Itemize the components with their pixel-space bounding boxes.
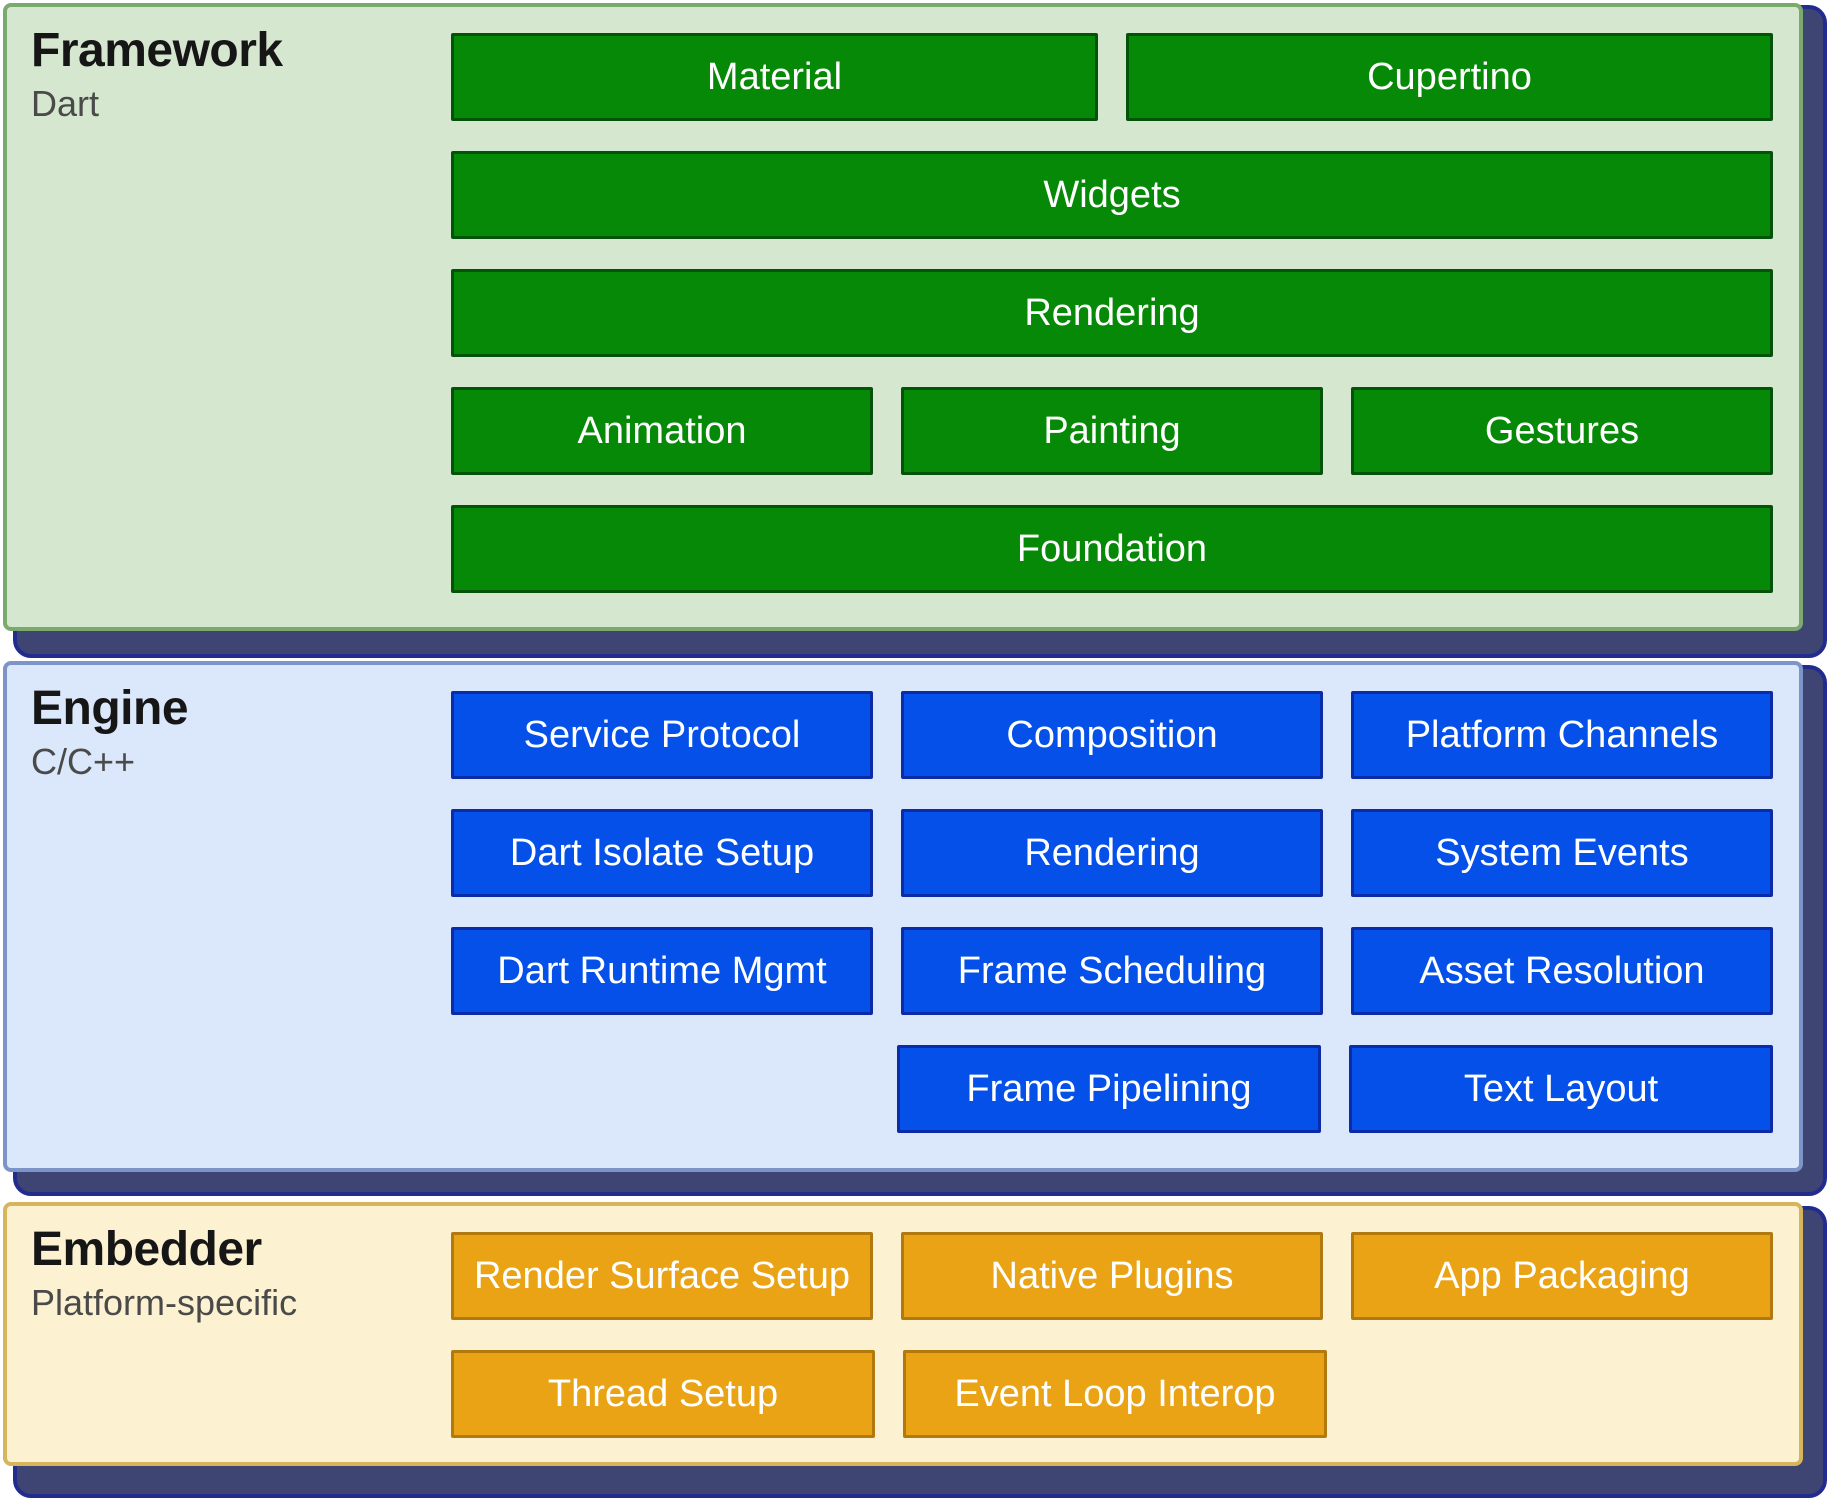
layer-label: Engine C/C++ bbox=[7, 665, 451, 1168]
layer-title: Embedder bbox=[31, 1223, 262, 1276]
box-rendering: Rendering bbox=[451, 269, 1773, 357]
box-native-plugins: Native Plugins bbox=[901, 1232, 1323, 1320]
box-service-protocol: Service Protocol bbox=[451, 691, 873, 779]
box-frame-pipelining: Frame Pipelining bbox=[897, 1045, 1321, 1133]
box-dart-runtime-mgmt: Dart Runtime Mgmt bbox=[451, 927, 873, 1015]
layer-title: Engine bbox=[31, 682, 189, 735]
box-widgets: Widgets bbox=[451, 151, 1773, 239]
box-system-events: System Events bbox=[1351, 809, 1773, 897]
box-painting: Painting bbox=[901, 387, 1323, 475]
layer-row: Thread Setup Event Loop Interop bbox=[451, 1350, 1773, 1438]
box-event-loop-interop: Event Loop Interop bbox=[903, 1350, 1327, 1438]
layer-title: Framework bbox=[31, 24, 283, 77]
box-material: Material bbox=[451, 33, 1098, 121]
layer-row: Dart Runtime Mgmt Frame Scheduling Asset R… bbox=[451, 927, 1773, 1015]
layer-row: Frame Pipelining Text Layout bbox=[451, 1045, 1773, 1133]
box-cupertino: Cupertino bbox=[1126, 33, 1773, 121]
box-asset-resolution: Asset Resolution bbox=[1351, 927, 1773, 1015]
layer-row: Material Cupertino bbox=[451, 33, 1773, 121]
layer-row: Render Surface Setup Native Plugins App Pa… bbox=[451, 1232, 1773, 1320]
layer-embedder: Embedder Platform-specific Render Surfac… bbox=[3, 1202, 1803, 1466]
row-spacer bbox=[451, 1045, 869, 1133]
box-composition: Composition bbox=[901, 691, 1323, 779]
box-frame-scheduling: Frame Scheduling bbox=[901, 927, 1323, 1015]
box-foundation: Foundation bbox=[451, 505, 1773, 593]
box-gestures: Gestures bbox=[1351, 387, 1773, 475]
box-dart-isolate-setup: Dart Isolate Setup bbox=[451, 809, 873, 897]
box-animation: Animation bbox=[451, 387, 873, 475]
layer-engine: Engine C/C++ Service Protocol Composition… bbox=[3, 661, 1803, 1172]
box-rendering: Rendering bbox=[901, 809, 1323, 897]
box-app-packaging: App Packaging bbox=[1351, 1232, 1773, 1320]
layer-label: Framework Dart bbox=[7, 7, 451, 627]
layer-row: Rendering bbox=[451, 269, 1773, 357]
layer-row: Service Protocol Composition Platform Chan… bbox=[451, 691, 1773, 779]
layer-subtitle: C/C++ bbox=[31, 741, 136, 783]
layer-row: Foundation bbox=[451, 505, 1773, 593]
row-spacer bbox=[1355, 1350, 1773, 1438]
layer-rows: Render Surface Setup Native Plugins App Pa… bbox=[451, 1206, 1799, 1462]
layer-row: Dart Isolate Setup Rendering System Events bbox=[451, 809, 1773, 897]
box-text-layout: Text Layout bbox=[1349, 1045, 1773, 1133]
layer-subtitle: Dart bbox=[31, 83, 100, 125]
box-render-surface-setup: Render Surface Setup bbox=[451, 1232, 873, 1320]
layer-row: Widgets bbox=[451, 151, 1773, 239]
layer-label: Embedder Platform-specific bbox=[7, 1206, 451, 1462]
box-thread-setup: Thread Setup bbox=[451, 1350, 875, 1438]
layer-subtitle: Platform-specific bbox=[31, 1282, 298, 1324]
box-platform-channels: Platform Channels bbox=[1351, 691, 1773, 779]
layer-row: Animation Painting Gestures bbox=[451, 387, 1773, 475]
layer-rows: Service Protocol Composition Platform Chan… bbox=[451, 665, 1799, 1168]
